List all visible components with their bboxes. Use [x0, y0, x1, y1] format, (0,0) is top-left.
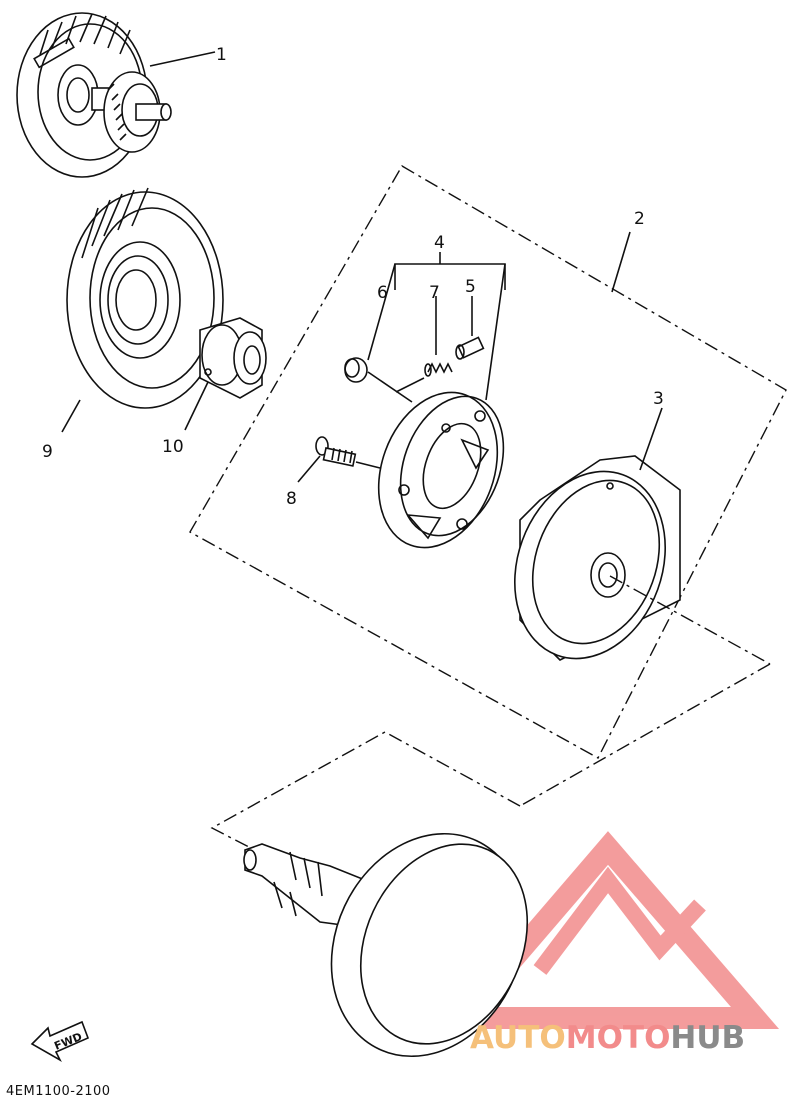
lower-assembly-bracket: [210, 731, 521, 865]
callout-5: 5: [465, 277, 476, 297]
watermark-auto: AUTO: [470, 1020, 566, 1056]
callout-2: 2: [634, 209, 645, 229]
callout-10: 10: [162, 437, 184, 457]
callout-3: 3: [653, 389, 664, 409]
part-2-assembly-outline: [189, 165, 787, 759]
one-way-clutch-body: [377, 391, 505, 549]
part-10-bushing: [184, 317, 267, 431]
lower-disc-shaft: [243, 832, 529, 1058]
part-8-bolt: [297, 436, 381, 483]
callout-1: 1: [216, 45, 227, 65]
callout-8: 8: [286, 489, 297, 509]
callout-7: 7: [429, 283, 440, 303]
callout-6: 6: [377, 283, 388, 303]
callout-4: 4: [434, 233, 445, 253]
part-9-starter-wheel: [61, 187, 224, 433]
part-5-plunger: [455, 296, 485, 360]
part-6-roller: [344, 357, 413, 403]
center-axis-line: [609, 575, 771, 665]
callout-9: 9: [42, 442, 53, 462]
watermark-text: AUTOMOTOHUB: [470, 1020, 745, 1056]
part-1-starter-wheel-gear: [16, 12, 216, 178]
fwd-arrow-icon: [30, 1020, 90, 1063]
watermark-hub: HUB: [670, 1020, 745, 1056]
watermark-logo-icon: [438, 831, 780, 1029]
leader-4-bracket: [367, 252, 506, 401]
part-3-clutch-housing: [513, 407, 681, 661]
diagram-code: 4EM1100-2100: [6, 1084, 111, 1099]
leader-2: [611, 231, 631, 293]
center-axis-line-lower: [519, 663, 771, 807]
part-7-spring: [395, 296, 453, 393]
watermark-moto: MOTO: [566, 1020, 671, 1056]
